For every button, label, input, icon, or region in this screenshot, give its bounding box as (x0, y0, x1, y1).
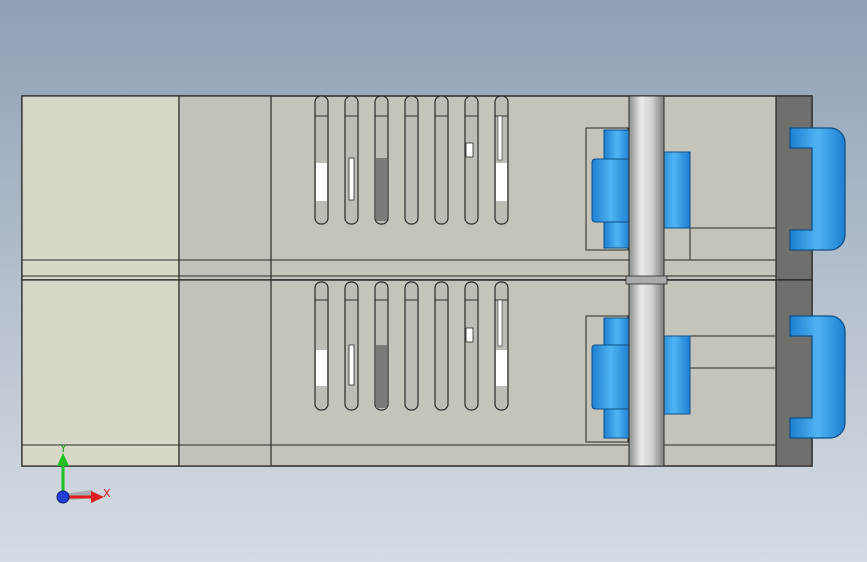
y-axis-label: Y (59, 442, 67, 455)
latch (789, 315, 846, 439)
lower-module (21, 279, 846, 467)
coordinate-triad-icon: Y X (56, 442, 111, 504)
vent-slots (314, 95, 509, 225)
vent-slots (314, 281, 509, 411)
latch (789, 127, 846, 251)
upper-module (21, 95, 846, 281)
front-panel (21, 95, 180, 281)
x-axis-label: X (103, 487, 111, 500)
front-panel (21, 279, 180, 467)
